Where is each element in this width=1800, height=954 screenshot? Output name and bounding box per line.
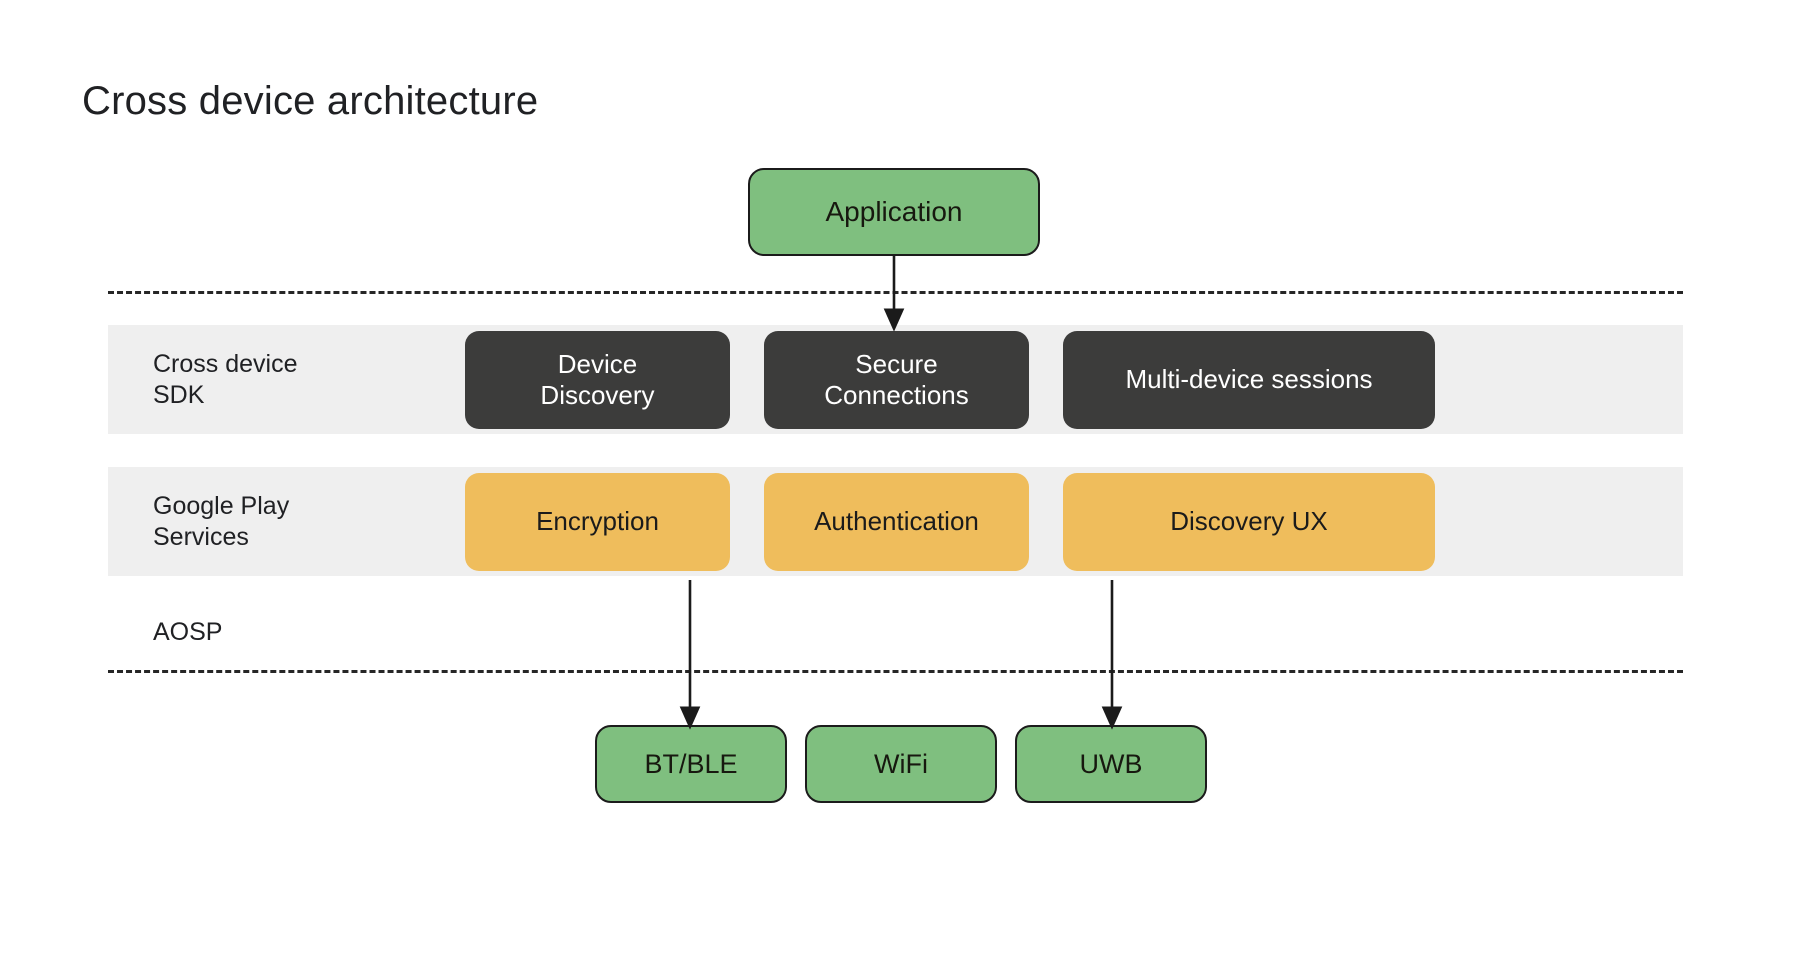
layer-label-aosp: AOSP xyxy=(153,618,223,646)
node-encryption-label: Encryption xyxy=(536,506,659,536)
node-device-discovery[interactable]: Device Discovery xyxy=(465,330,730,429)
page-title: Cross device architecture xyxy=(82,79,539,123)
node-uwb[interactable]: UWB xyxy=(1015,725,1207,803)
transport-row: BT/BLE WiFi UWB xyxy=(595,725,1207,803)
node-authentication[interactable]: Authentication xyxy=(764,472,1029,571)
node-bt-ble[interactable]: BT/BLE xyxy=(595,725,787,803)
layer-label-google-play-services: Google Play Services xyxy=(153,491,290,551)
node-secure-connections[interactable]: Secure Connections xyxy=(764,330,1029,429)
node-discovery-ux[interactable]: Discovery UX xyxy=(1063,472,1435,571)
layer-label-cross-device-sdk: Cross device SDK xyxy=(153,349,298,409)
node-multi-device-sessions[interactable]: Multi-device sessions xyxy=(1063,330,1435,429)
node-encryption[interactable]: Encryption xyxy=(465,472,730,571)
layer-band-cross-device-sdk: Cross device SDK Device Discovery Secure… xyxy=(108,325,1683,434)
boundary-line-bottom xyxy=(108,670,1683,673)
node-wifi[interactable]: WiFi xyxy=(805,725,997,803)
node-uwb-label: UWB xyxy=(1079,748,1143,779)
node-wifi-label: WiFi xyxy=(874,748,928,779)
chip-row-google-play-services: Encryption Authentication Discovery UX xyxy=(465,472,1435,571)
node-application[interactable]: Application xyxy=(748,168,1040,256)
node-device-discovery-label: Device Discovery xyxy=(540,348,655,410)
node-secure-connections-label: Secure Connections xyxy=(824,348,969,410)
boundary-line-top xyxy=(108,291,1683,294)
node-multi-device-sessions-label: Multi-device sessions xyxy=(1125,364,1373,394)
node-application-label: Application xyxy=(825,196,963,227)
node-authentication-label: Authentication xyxy=(814,506,979,536)
layer-band-google-play-services: Google Play Services Encryption Authenti… xyxy=(108,467,1683,576)
node-discovery-ux-label: Discovery UX xyxy=(1170,506,1328,536)
node-bt-ble-label: BT/BLE xyxy=(644,748,738,779)
chip-row-cross-device-sdk: Device Discovery Secure Connections Mult… xyxy=(465,330,1435,429)
